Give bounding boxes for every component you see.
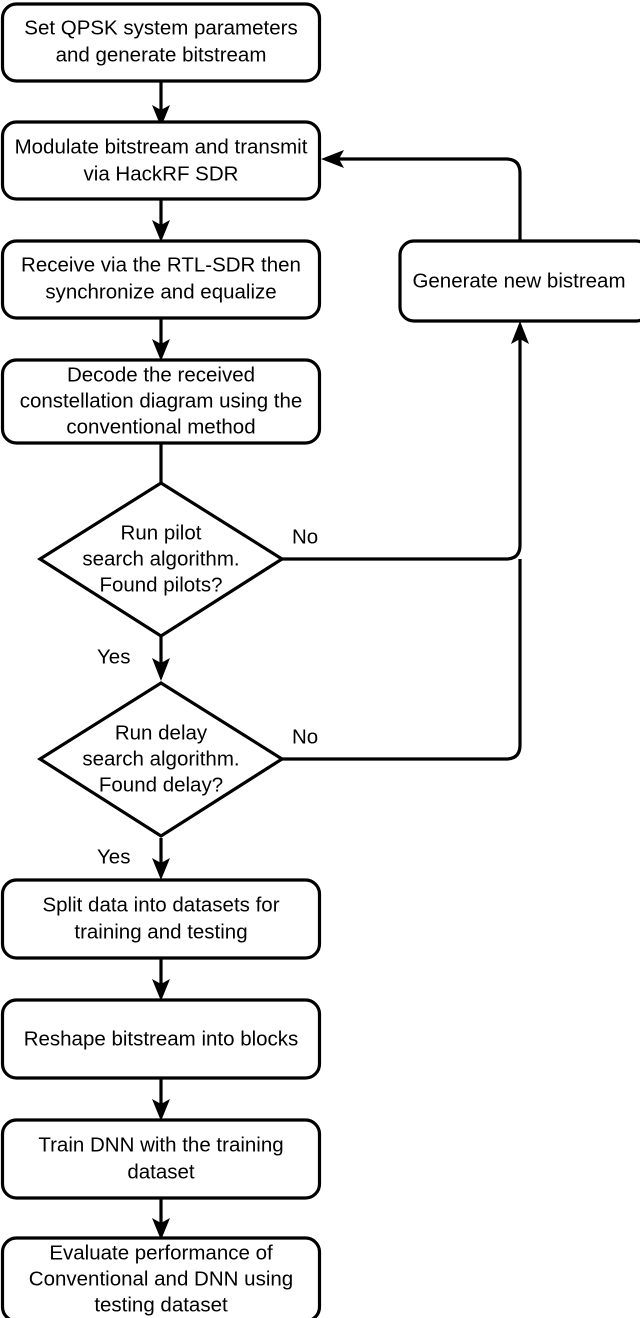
node-evaluate-performance-box — [0, 1236, 322, 1318]
node-train-dnn[interactable]: Train DNN with the training dataset — [0, 1118, 322, 1200]
node-generate-new-bitstream-box — [398, 239, 640, 323]
node-delay-decision-line-1: Run delay — [115, 721, 208, 744]
node-reshape-bitstream-line-1: Reshape bitstream into blocks — [24, 1027, 299, 1050]
node-reshape-bitstream-box — [0, 998, 322, 1080]
edge-delay-no-to-generate — [282, 559, 522, 761]
edge-arrow-into-generate-new-bitstream — [511, 321, 529, 344]
node-pilot-decision-line-3: Found pilots? — [99, 573, 222, 596]
edge-train-to-evaluate — [152, 1198, 170, 1240]
node-receive-sync-box — [0, 239, 322, 320]
node-reshape-bitstream[interactable]: Reshape bitstream into blocks — [0, 998, 322, 1080]
node-pilot-decision-diamond — [37, 481, 285, 638]
node-decode-constellation-box — [0, 358, 322, 445]
node-set-params-line-2: and generate bitstream — [56, 43, 267, 66]
node-modulate-transmit-line-2: via HackRF SDR — [84, 162, 239, 185]
edge-split-to-reshape — [152, 958, 170, 1001]
node-train-dnn-box — [0, 1118, 322, 1200]
node-decode-constellation[interactable]: Decode the received constellation diagra… — [0, 358, 322, 445]
node-receive-sync-line-1: Receive via the RTL-SDR then — [21, 253, 301, 276]
edge-modulate-to-receive — [152, 199, 170, 242]
node-evaluate-performance-line-3: testing dataset — [94, 1293, 228, 1316]
node-split-data-line-2: training and testing — [74, 920, 247, 943]
node-decode-constellation-line-1: Decode the received — [67, 363, 255, 386]
node-modulate-transmit-line-1: Modulate bitstream and transmit — [15, 135, 308, 158]
edge-pilot-yes-to-delay-decision — [152, 637, 170, 681]
node-delay-decision-diamond — [37, 681, 285, 838]
node-set-params-line-1: Set QPSK system parameters — [24, 16, 297, 39]
node-split-data[interactable]: Split data into datasets for training an… — [0, 878, 322, 960]
node-decode-constellation-line-2: constellation diagram using the — [20, 389, 303, 412]
node-pilot-decision-line-2: search algorithm. — [82, 547, 239, 570]
edge-delay-yes-to-split-data — [152, 838, 170, 880]
node-evaluate-performance[interactable]: Evaluate performance of Conventional and… — [0, 1236, 322, 1318]
edge-generate-to-modulate — [321, 150, 522, 240]
edge-receive-to-decode — [152, 318, 170, 361]
node-set-params[interactable]: Set QPSK system parameters and generate … — [0, 2, 322, 83]
node-train-dnn-line-1: Train DNN with the training — [38, 1133, 283, 1156]
node-delay-decision-line-3: Found delay? — [99, 773, 223, 796]
edge-label-delay-yes: Yes — [97, 845, 130, 868]
node-split-data-line-1: Split data into datasets for — [42, 893, 279, 916]
node-delay-decision[interactable]: Run delay search algorithm. Found delay? — [37, 681, 285, 838]
node-pilot-decision[interactable]: Run pilot search algorithm. Found pilots… — [37, 481, 285, 638]
edge-label-delay-no: No — [292, 725, 318, 748]
node-evaluate-performance-line-2: Conventional and DNN using — [29, 1267, 293, 1290]
node-modulate-transmit[interactable]: Modulate bitstream and transmit via Hack… — [0, 120, 322, 201]
edge-label-pilot-no: No — [292, 525, 318, 548]
edge-set-params-to-modulate — [152, 81, 170, 127]
node-receive-sync[interactable]: Receive via the RTL-SDR then synchronize… — [0, 239, 322, 320]
node-pilot-decision-line-1: Run pilot — [121, 521, 202, 544]
node-generate-new-bitstream-line-1: Generate new bistream — [412, 269, 625, 292]
node-evaluate-performance-line-1: Evaluate performance of — [49, 1241, 273, 1264]
node-modulate-transmit-box — [0, 120, 322, 201]
node-split-data-box — [0, 878, 322, 960]
node-generate-new-bitstream[interactable]: Generate new bistream — [398, 239, 640, 323]
edge-pilot-no-to-generate — [282, 325, 522, 561]
node-train-dnn-line-2: dataset — [127, 1160, 195, 1183]
node-receive-sync-line-2: synchronize and equalize — [45, 280, 276, 303]
node-delay-decision-line-2: search algorithm. — [82, 747, 239, 770]
node-decode-constellation-line-3: conventional method — [66, 415, 255, 438]
node-set-params-box — [0, 2, 322, 83]
edge-reshape-to-train — [152, 1078, 170, 1121]
edge-label-pilot-yes: Yes — [97, 645, 130, 668]
